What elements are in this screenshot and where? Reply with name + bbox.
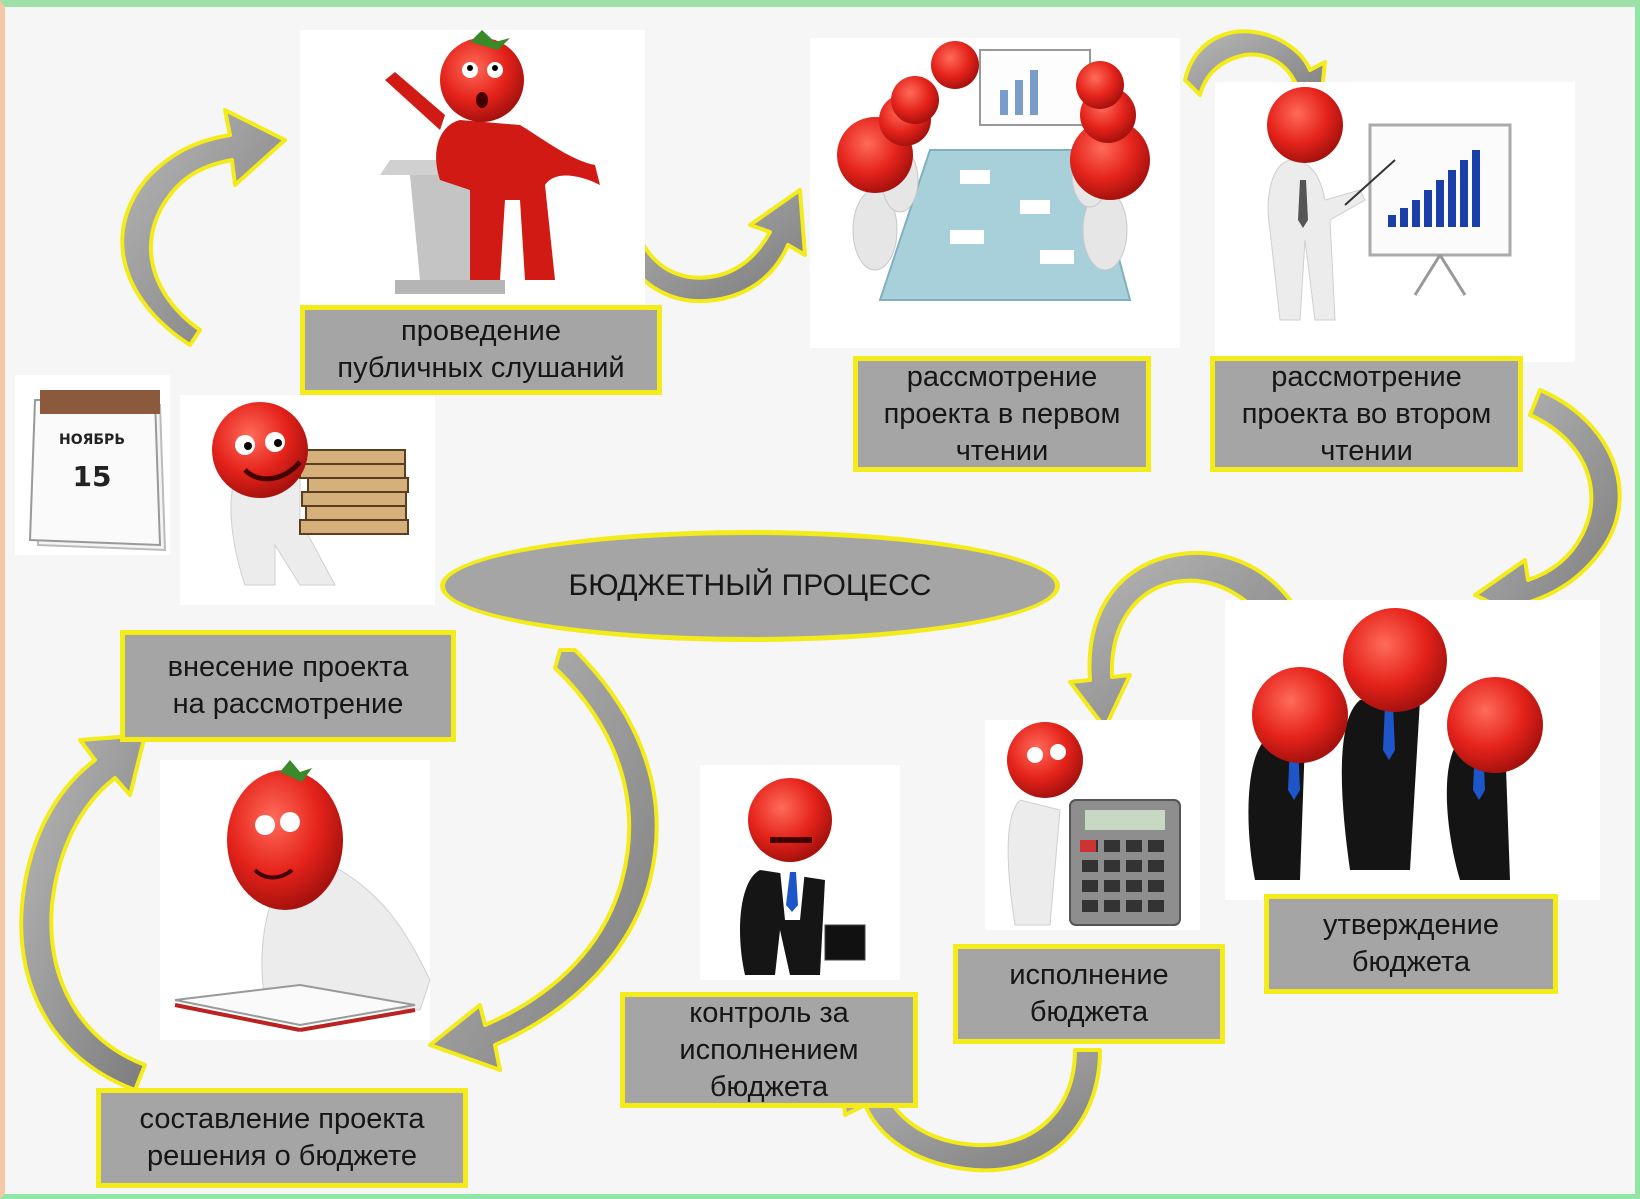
step-first-reading: рассмотрение проекта в первом чтении <box>853 356 1151 472</box>
arrow-to-execution <box>1068 550 1307 730</box>
presenter-illustration <box>1215 82 1575 362</box>
businessman-illustration <box>700 765 900 980</box>
step-execution-label: исполнение бюджета <box>1009 959 1169 1028</box>
meeting-illustration <box>810 38 1180 348</box>
calendar-day: 15 <box>72 460 112 493</box>
step-public-hearings-label: проведение публичных слушаний <box>337 315 625 384</box>
step-control-label: контроль за исполнением бюджета <box>679 996 859 1103</box>
step-public-hearings: проведение публичных слушаний <box>300 305 662 395</box>
calculator-illustration <box>985 720 1200 930</box>
budget-process-center: БЮДЖЕТНЫЙ ПРОЦЕСС <box>440 530 1060 642</box>
step-approval-label: утверждение бюджета <box>1323 909 1499 978</box>
team-illustration <box>1225 600 1600 900</box>
calendar-illustration <box>15 375 170 555</box>
step-approval: утверждение бюджета <box>1264 894 1558 994</box>
step-second-reading-label: рассмотрение проекта во втором чтении <box>1241 360 1492 467</box>
books-illustration <box>180 395 435 605</box>
reader-illustration <box>160 760 431 1040</box>
cycle-arrows <box>19 29 1622 1173</box>
step-second-reading: рассмотрение проекта во втором чтении <box>1210 356 1523 472</box>
step-execution: исполнение бюджета <box>953 944 1225 1044</box>
step-drafting-label: составление проекта решения о бюджете <box>139 1103 425 1172</box>
speaker-illustration <box>300 30 645 305</box>
arrow-to-submission <box>19 733 147 1092</box>
calendar-month: НОЯБРЬ <box>58 432 125 448</box>
step-submission-label: внесение проекта на рассмотрение <box>167 651 409 720</box>
arrow-to-drafting <box>428 648 659 1072</box>
arrow-to-public-hearings <box>120 108 287 347</box>
step-drafting: составление проекта решения о бюджете <box>96 1088 468 1188</box>
budget-process-title: БЮДЖЕТНЫЙ ПРОЦЕСС <box>568 569 932 602</box>
step-first-reading-label: рассмотрение проекта в первом чтении <box>883 360 1121 467</box>
step-control: контроль за исполнением бюджета <box>620 992 918 1108</box>
step-submission: внесение проекта на рассмотрение <box>120 630 456 742</box>
